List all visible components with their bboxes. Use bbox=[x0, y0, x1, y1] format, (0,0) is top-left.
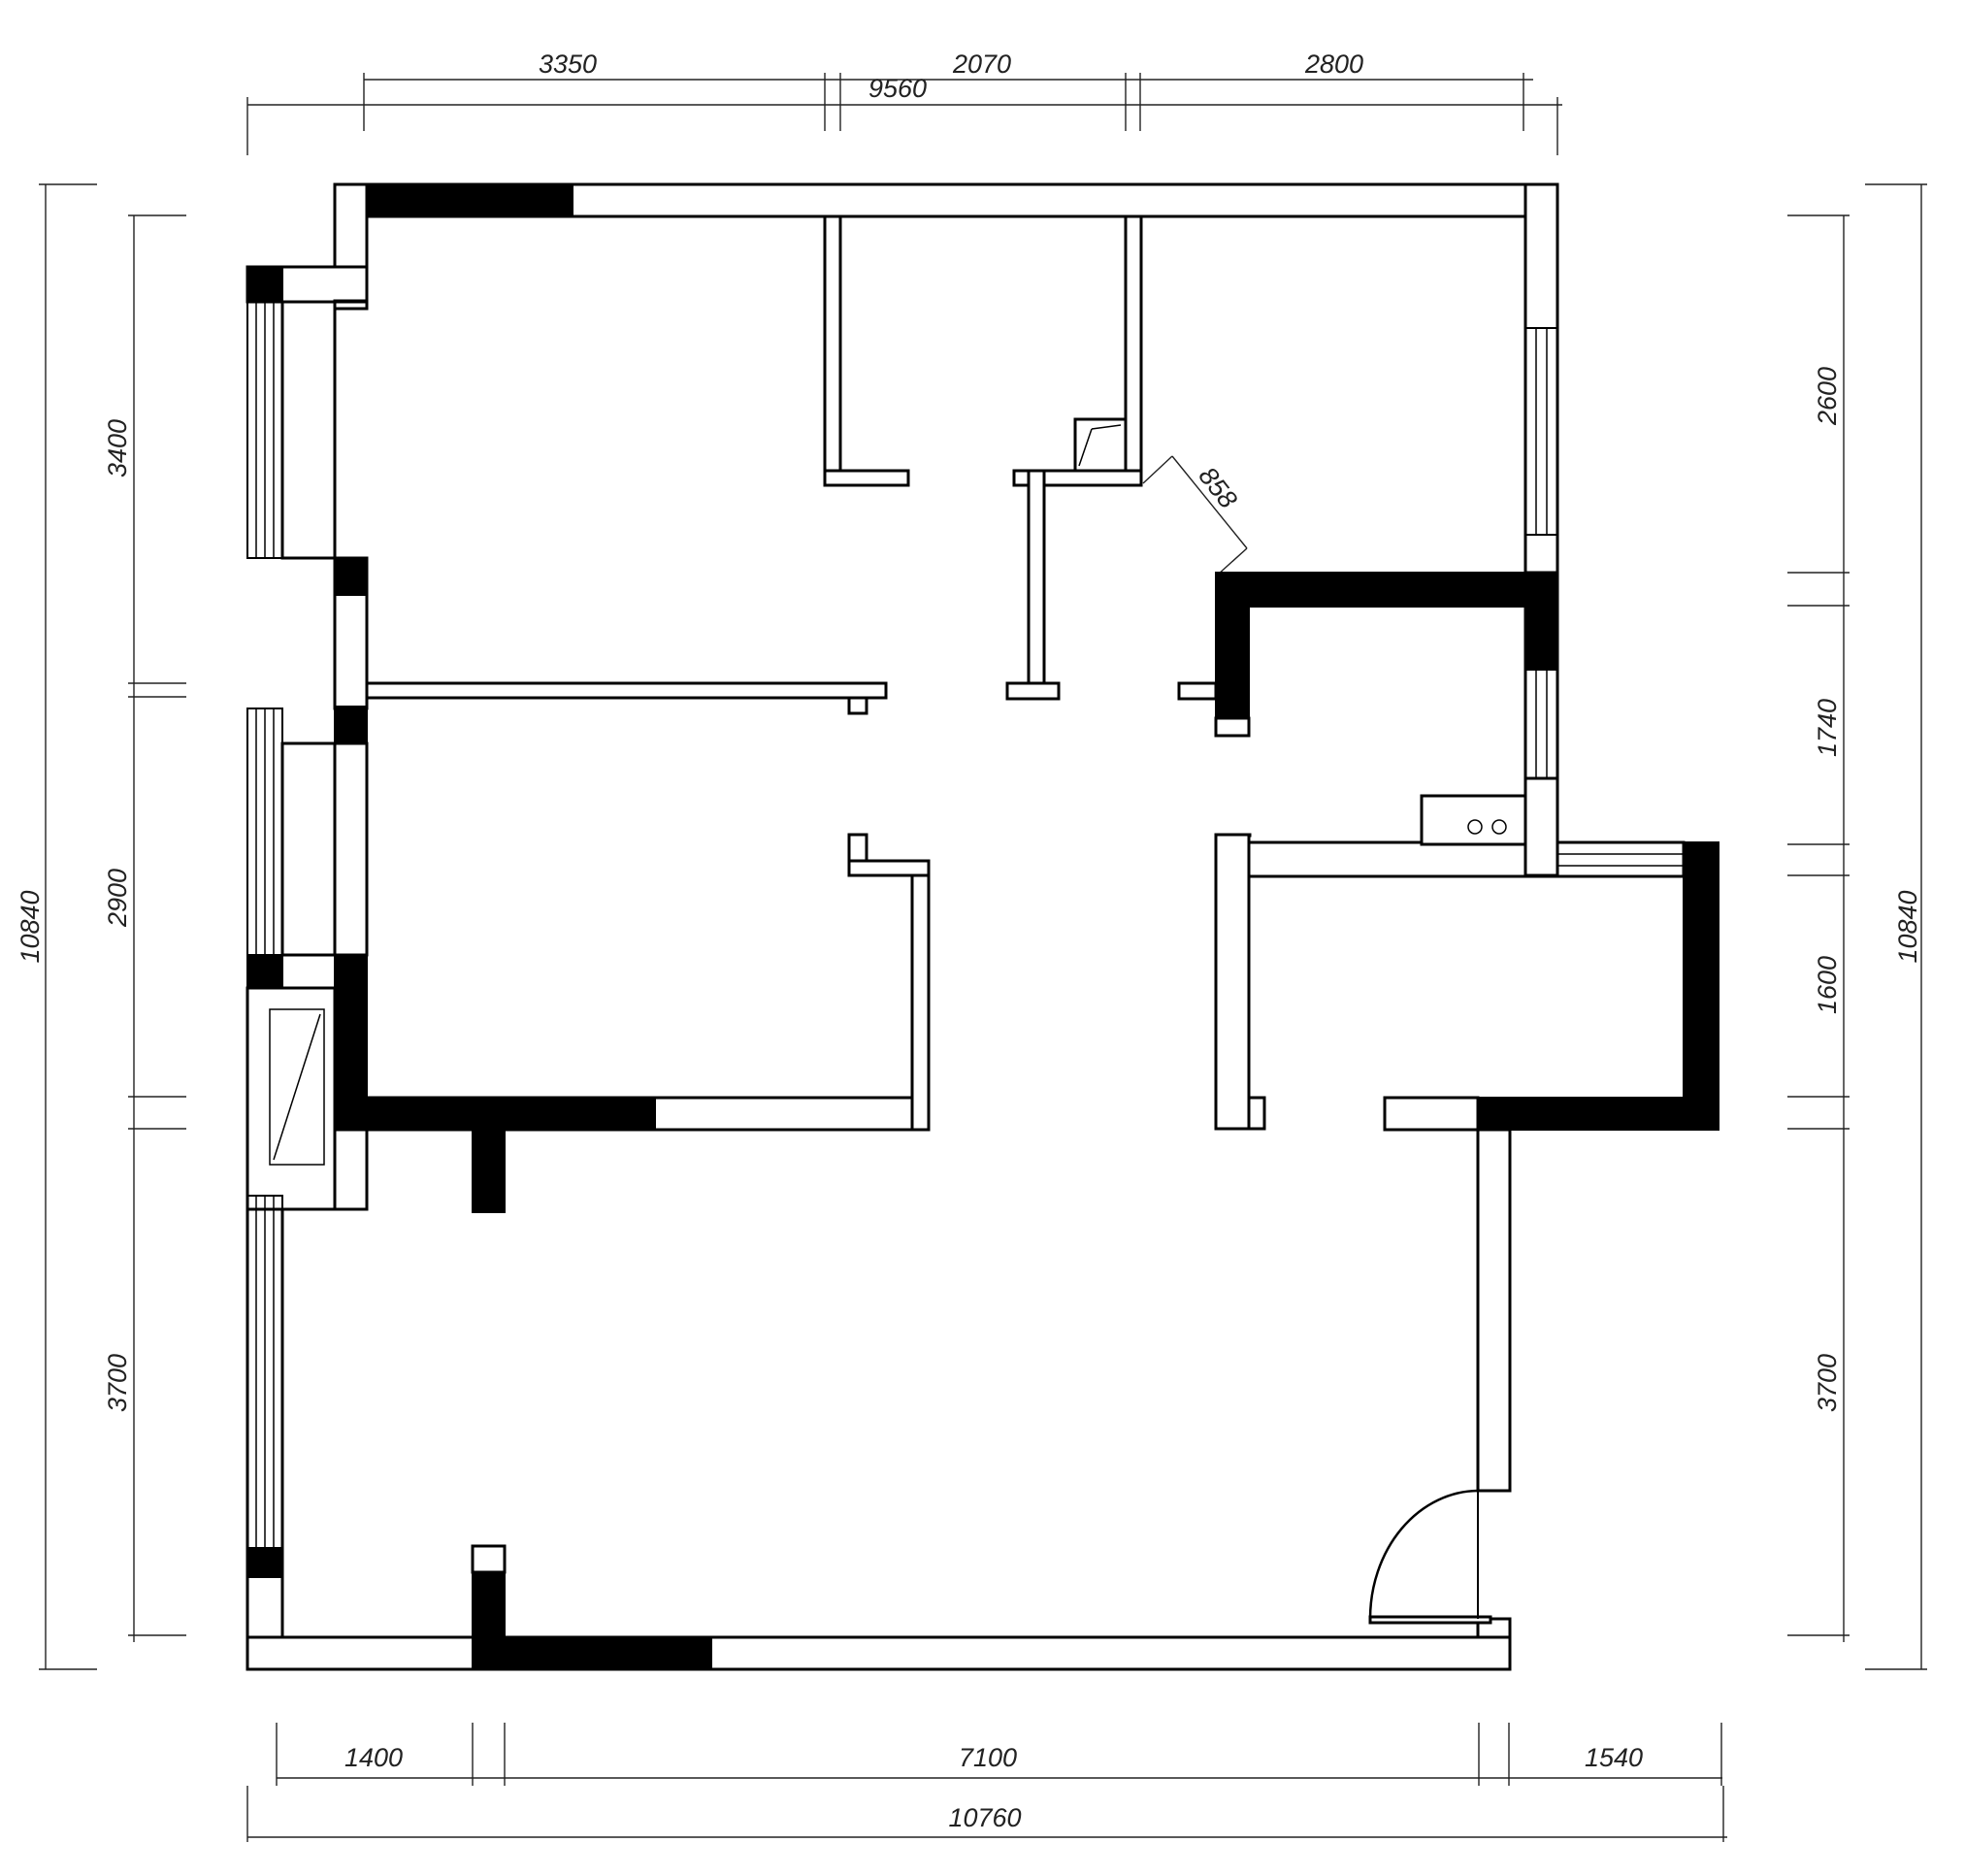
dim-top-2: 2070 bbox=[952, 49, 1011, 79]
dim-right-2: 1740 bbox=[1813, 699, 1842, 757]
dim-left-3: 3700 bbox=[103, 1354, 132, 1412]
dim-bottom-1: 1400 bbox=[344, 1743, 403, 1772]
dim-diagonal: 858 bbox=[1193, 461, 1242, 513]
dim-left-total: 10840 bbox=[16, 890, 45, 963]
dim-bottom-2: 7100 bbox=[959, 1743, 1017, 1772]
dim-top-total: 9560 bbox=[868, 74, 927, 103]
dim-right-total: 10840 bbox=[1893, 890, 1922, 963]
walls bbox=[246, 182, 1719, 1671]
dim-top-1: 3350 bbox=[539, 49, 597, 79]
dimension-lines bbox=[39, 73, 1927, 1842]
dim-left-1: 3400 bbox=[103, 419, 132, 477]
dim-top-3: 2800 bbox=[1304, 49, 1363, 79]
dim-right-4: 3700 bbox=[1813, 1354, 1842, 1412]
dim-right-3: 1600 bbox=[1813, 956, 1842, 1014]
windows bbox=[246, 300, 1685, 1549]
dim-right-1: 2600 bbox=[1813, 367, 1842, 426]
entry-door bbox=[1368, 1489, 1479, 1620]
dim-left-2: 2900 bbox=[103, 869, 132, 928]
dim-bottom-total: 10760 bbox=[948, 1803, 1021, 1832]
dimension-labels: 3350 2070 2800 9560 1400 7100 1540 10760… bbox=[16, 49, 1922, 1832]
dim-bottom-3: 1540 bbox=[1585, 1743, 1643, 1772]
